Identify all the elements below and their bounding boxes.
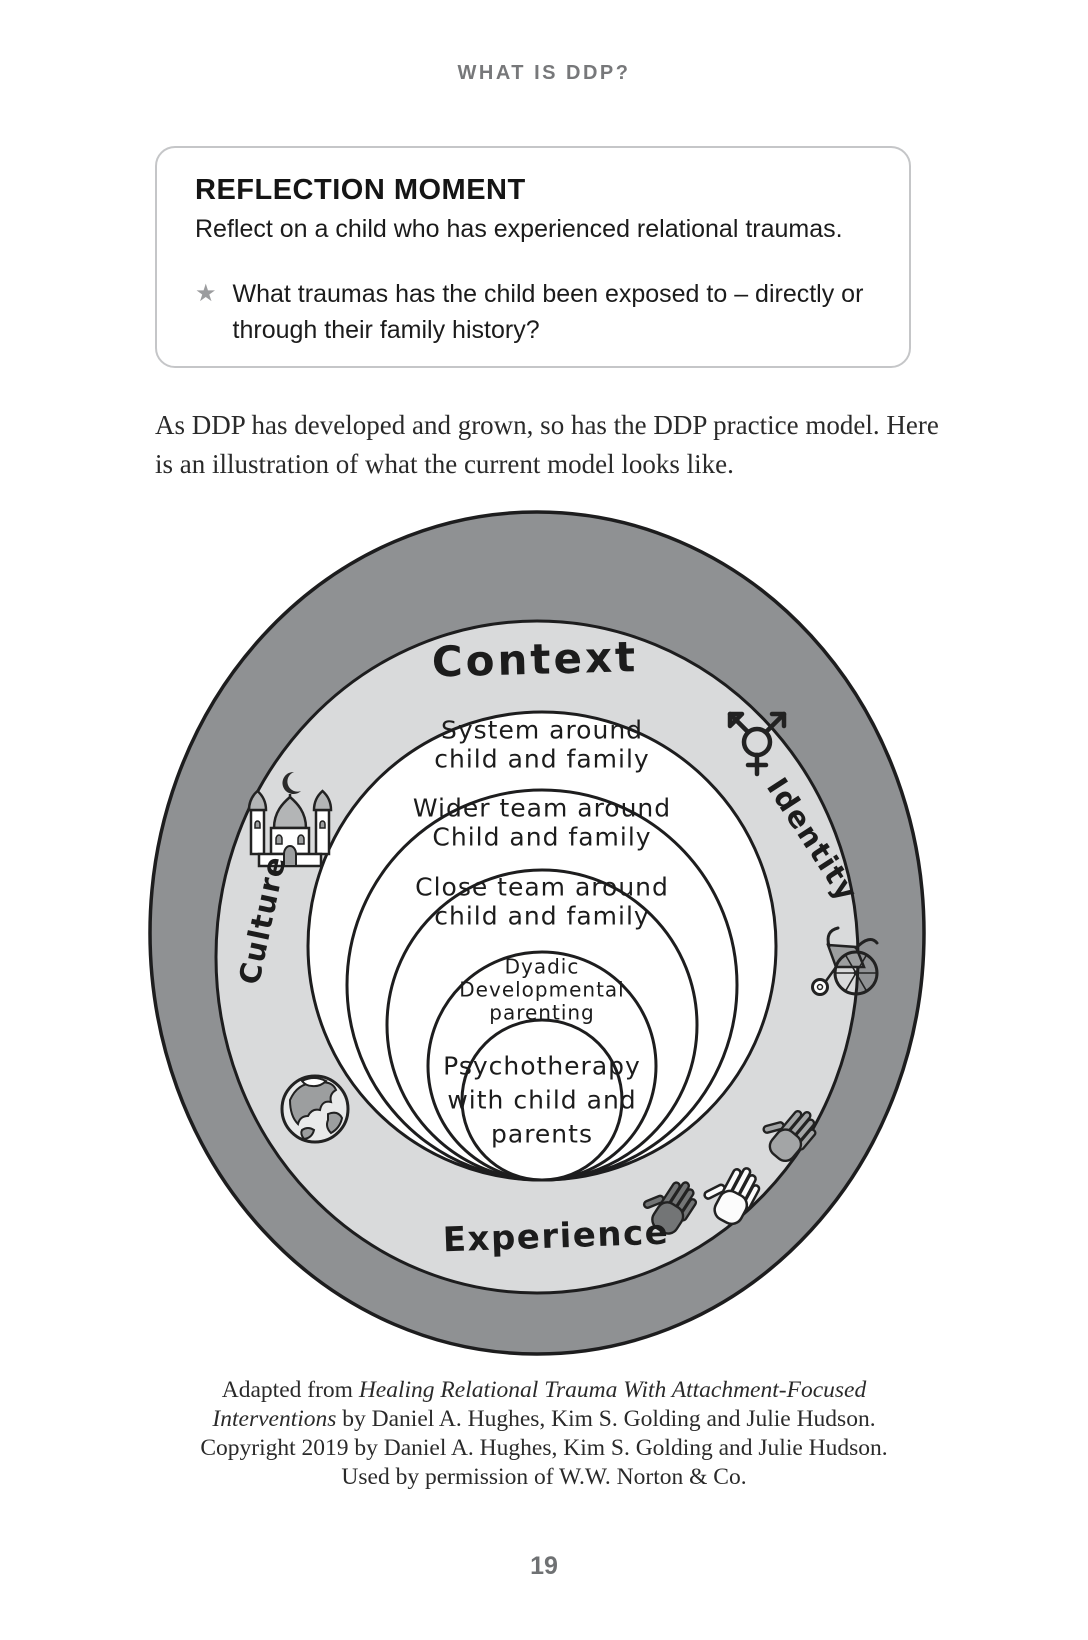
reflection-box-intro: Reflect on a child who has experienced r… xyxy=(195,215,843,243)
ddp-model-diagram xyxy=(148,510,926,1356)
star-icon: ★ xyxy=(195,280,217,307)
circle-psychotherapy xyxy=(460,1018,624,1182)
body-paragraph: As DDP has developed and grown, so has t… xyxy=(155,410,939,479)
system-circle-label: System around child and family xyxy=(434,715,650,773)
reflection-box-title: REFLECTION MOMENT xyxy=(195,174,526,206)
hands-icon xyxy=(642,1109,817,1235)
attribution-suffix: by Daniel A. Hughes, Kim S. Golding and … xyxy=(200,1406,888,1490)
reflection-bullet-text: What traumas has the child been exposed … xyxy=(232,280,864,344)
dyadic-parenting-circle-label: Dyadic Developmental parenting xyxy=(459,954,625,1025)
page-number: 19 xyxy=(530,1552,558,1580)
reflection-bullet-item: ★ What traumas has the child been expose… xyxy=(195,276,871,348)
transgender-icon xyxy=(727,711,787,777)
wheelchair-icon xyxy=(811,926,879,996)
attribution-book-title: Healing Relational Trauma With Attachmen… xyxy=(212,1377,867,1432)
running-header: WHAT IS DDP? xyxy=(457,62,631,84)
close-team-circle-label: Close team around child and family xyxy=(415,872,669,930)
mosque-icon xyxy=(247,771,333,868)
attribution-prefix: Adapted from xyxy=(221,1377,359,1403)
wider-team-circle-label: Wider team around Child and family xyxy=(412,793,672,851)
context-label: Context xyxy=(431,632,639,687)
experience-label: Experience xyxy=(442,1212,670,1261)
reflection-moment-box: REFLECTION MOMENT Reflect on a child who… xyxy=(155,146,911,368)
figure-attribution: Adapted from Healing Relational Trauma W… xyxy=(194,1376,894,1492)
globe-icon xyxy=(280,1074,350,1144)
psychotherapy-circle-label: Psychotherapy with child and parents xyxy=(443,1051,641,1148)
